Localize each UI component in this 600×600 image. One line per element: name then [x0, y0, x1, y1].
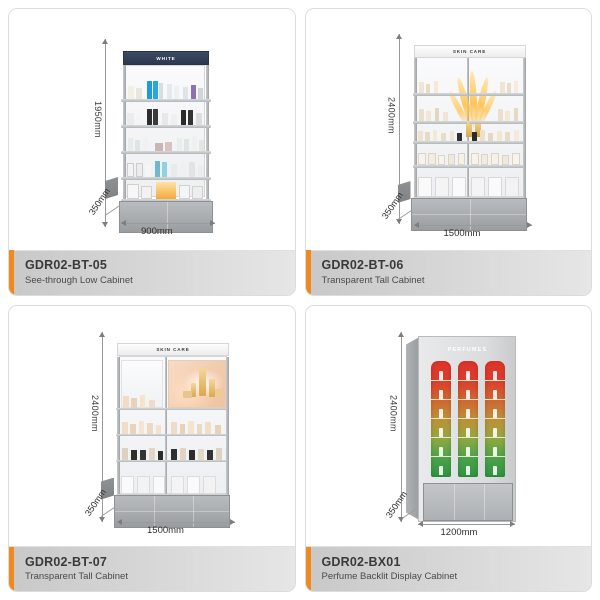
width-dimension-label: 1500mm — [147, 524, 184, 536]
width-dimension-label: 1500mm — [443, 228, 481, 239]
product-illustration-gdr02-bt-07: 2400mm SKIN CARE — [9, 305, 295, 546]
backlit-column — [430, 360, 451, 477]
product-caption-gdr02-bt-06: GDR02-BT-06 Transparent Tall Cabinet — [305, 249, 591, 295]
product-caption-gdr02-bx01: GDR02-BX01 Perfume Backlit Display Cabin… — [305, 546, 591, 592]
product-code: GDR02-BT-06 — [321, 258, 404, 273]
width-dimension-label: 1200mm — [440, 526, 478, 538]
width-dimension-line — [417, 520, 515, 527]
accent-bar — [305, 546, 311, 592]
height-dimension-label: 2400mm — [386, 97, 397, 134]
product-card-gdr02-bx01[interactable]: 2400mm PERFUMES — [304, 304, 592, 592]
height-dimension-label: 2400mm — [90, 394, 100, 432]
signage-header: SKIN CARE — [117, 342, 229, 356]
product-illustration-gdr02-bt-06: 2400mm SKIN CARE — [305, 9, 591, 250]
product-caption-gdr02-bt-05: GDR02-BT-05 See-through Low Cabinet — [9, 249, 295, 295]
signage-header: WHITE — [123, 51, 209, 65]
product-description: Transparent Tall Cabinet — [25, 571, 128, 583]
width-dimension-line — [121, 220, 215, 226]
signage-header-text: WHITE — [156, 55, 176, 61]
backlit-column — [484, 360, 505, 477]
poster-graphic — [168, 359, 226, 408]
accent-bar — [9, 250, 14, 295]
signage-header-text: SKIN CARE — [452, 49, 487, 54]
height-dimension-label: 2400mm — [388, 394, 399, 432]
product-code: GDR02-BT-05 — [25, 258, 108, 273]
product-card-gdr02-bt-07[interactable]: 2400mm SKIN CARE — [8, 304, 296, 592]
product-description: Perfume Backlit Display Cabinet — [321, 571, 458, 583]
product-card-gdr02-bt-05[interactable]: 1950mm WHITE — [8, 8, 296, 296]
height-dimension-label: 1950mm — [93, 101, 103, 138]
signage-header-text: SKIN CARE — [156, 346, 190, 352]
product-code: GDR02-BX01 — [321, 554, 401, 569]
product-illustration-gdr02-bx01: 2400mm PERFUMES — [305, 305, 591, 546]
width-dimension-line — [413, 222, 532, 228]
signage-header: SKIN CARE — [413, 45, 526, 58]
product-description: See-through Low Cabinet — [25, 274, 133, 286]
width-dimension-line — [117, 518, 235, 525]
height-dimension-line — [397, 331, 404, 522]
accent-bar — [305, 250, 311, 295]
cabinet-side-face — [405, 337, 419, 520]
product-description: Transparent Tall Cabinet — [321, 274, 425, 286]
product-card-gdr02-bt-06[interactable]: 2400mm SKIN CARE — [304, 8, 592, 296]
width-dimension-label: 900mm — [141, 226, 173, 237]
height-dimension-line — [102, 39, 108, 227]
product-code: GDR02-BT-07 — [25, 554, 108, 569]
accent-bar — [9, 546, 14, 592]
height-dimension-line — [395, 34, 402, 224]
height-dimension-line — [99, 331, 105, 522]
product-caption-gdr02-bt-07: GDR02-BT-07 Transparent Tall Cabinet — [9, 546, 295, 592]
product-illustration-gdr02-bt-05: 1950mm WHITE — [9, 9, 295, 250]
backlit-column — [457, 360, 478, 477]
signage-header: PERFUMES — [427, 344, 509, 357]
signage-header-text: PERFUMES — [447, 347, 488, 353]
